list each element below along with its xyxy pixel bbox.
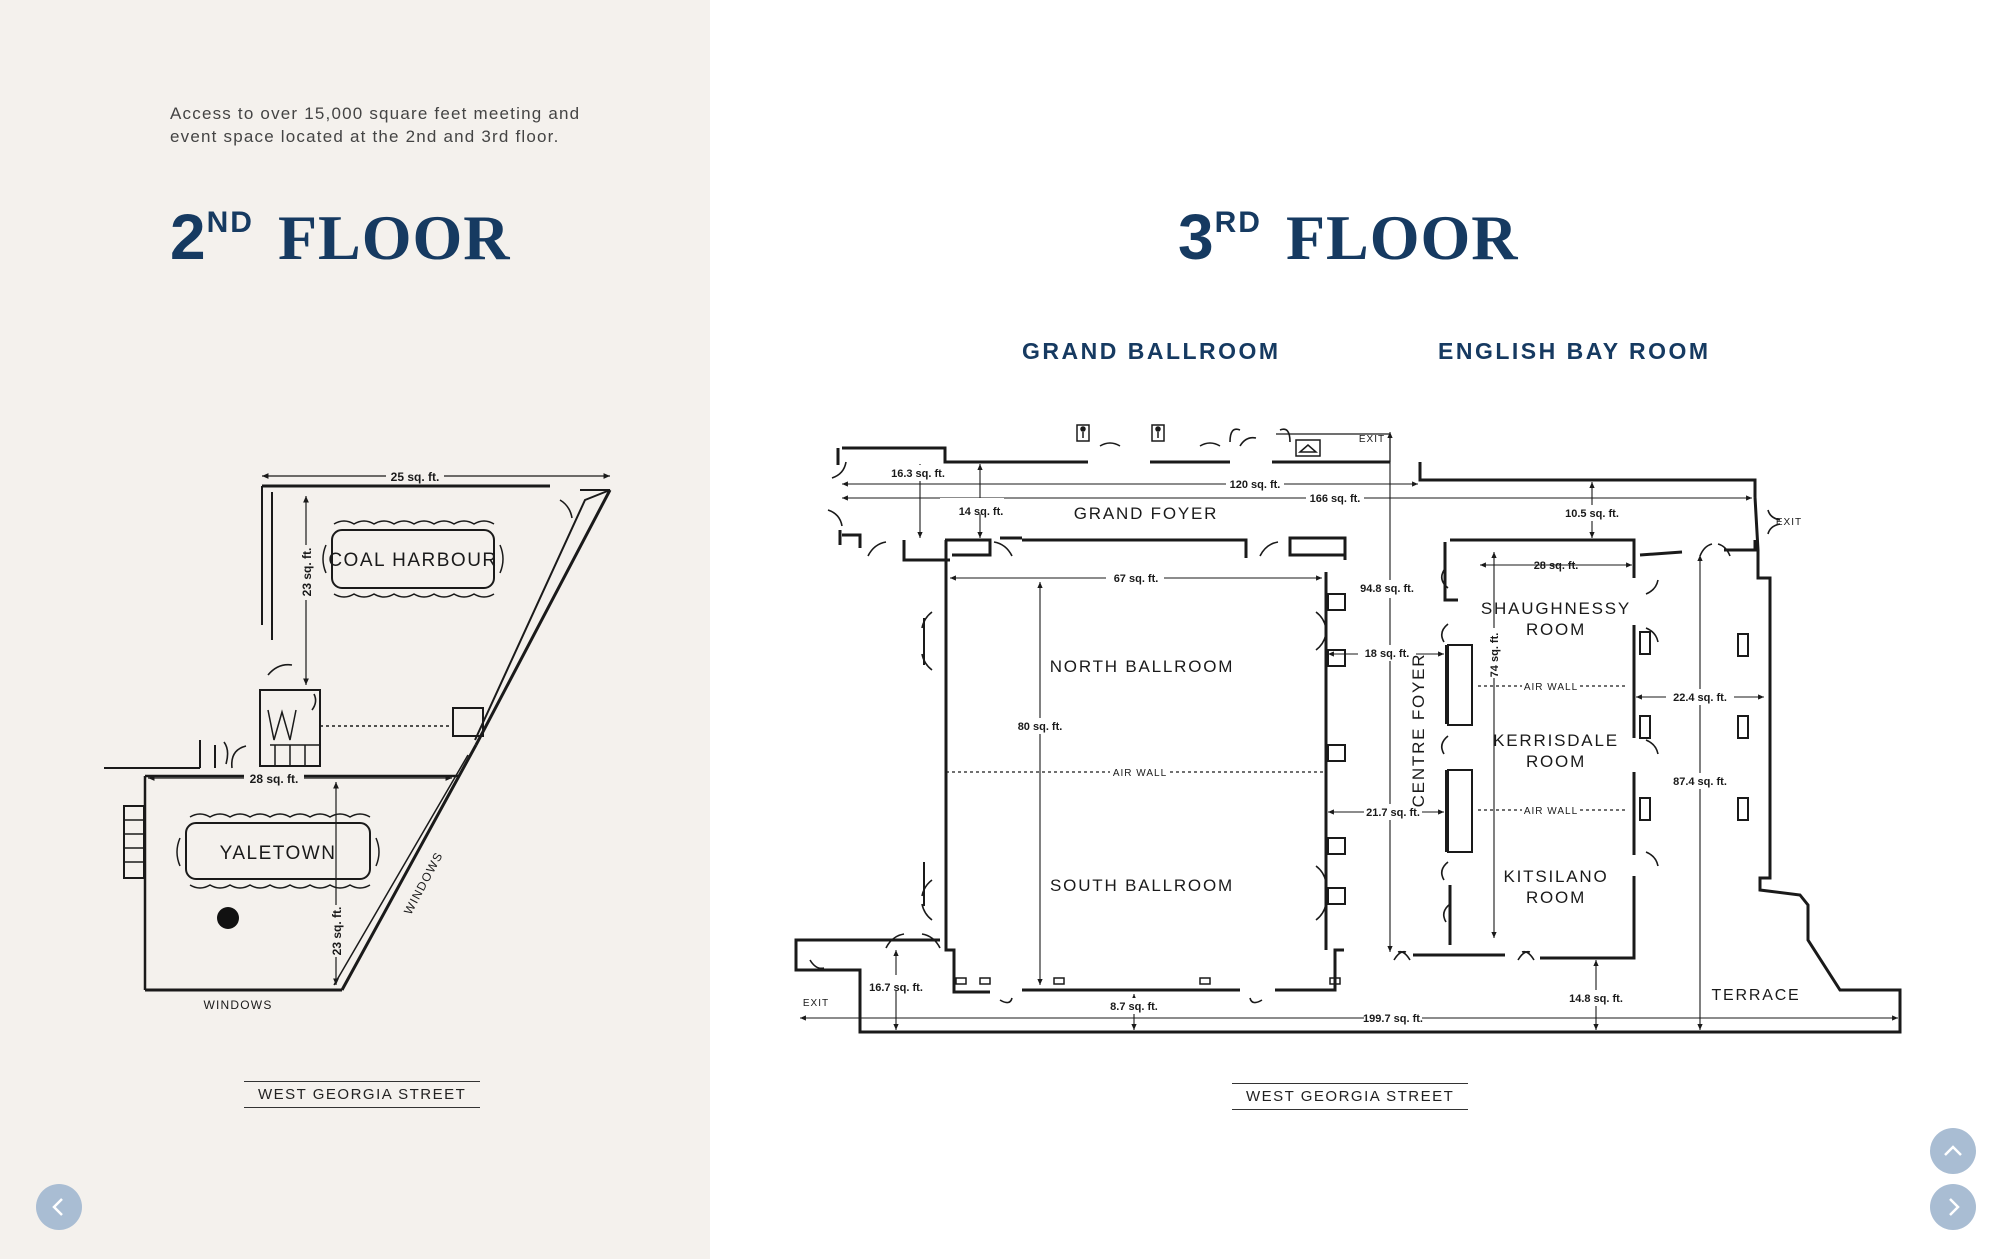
left-panel <box>0 0 710 1259</box>
chevron-left-icon <box>52 1198 63 1216</box>
dim-8-7: 8.7 sq. ft. <box>1110 1001 1158 1013</box>
dim-top-width: 25 sq. ft. <box>391 470 440 484</box>
chevron-right-icon <box>1949 1198 1960 1216</box>
exit-label-top: EXIT <box>1359 434 1385 445</box>
dim-80: 80 sq. ft. <box>1018 721 1063 733</box>
floor3-title-sup: RD <box>1214 206 1262 239</box>
air-wall-kerrisdale-bottom: AIR WALL <box>1524 806 1578 817</box>
dim-22-4: 22.4 sq. ft. <box>1673 692 1727 704</box>
intro-text: Access to over 15,000 square feet meetin… <box>170 104 581 146</box>
floor3-title-num: 3 <box>1178 201 1215 273</box>
floor2-title-sup: ND <box>206 206 254 239</box>
room-shaughnessy-line2: ROOM <box>1526 620 1586 639</box>
label-windows-bottom: WINDOWS <box>203 998 272 1012</box>
dim-120: 120 sq. ft. <box>1230 479 1281 491</box>
dim-28: 28 sq. ft. <box>1534 560 1579 572</box>
dim-mid-width: 28 sq. ft. <box>250 772 299 786</box>
air-wall-kerrisdale-top: AIR WALL <box>1524 682 1578 693</box>
scroll-top-button[interactable] <box>1930 1128 1976 1174</box>
room-north-ballroom: NORTH BALLROOM <box>1050 657 1235 676</box>
prev-page-button[interactable] <box>36 1184 82 1230</box>
room-centre-foyer: CENTRE FOYER <box>1409 653 1428 808</box>
room-kerrisdale-line2: ROOM <box>1526 752 1586 771</box>
coal-harbour-table <box>322 520 504 598</box>
dim-16-7: 16.7 sq. ft. <box>869 982 923 994</box>
floor2-title-num: 2 <box>170 201 207 273</box>
chevron-up-icon <box>1944 1145 1962 1156</box>
section-english-bay: ENGLISH BAY ROOM <box>1438 338 1711 364</box>
section-grand-ballroom: GRAND BALLROOM <box>1022 338 1281 364</box>
dim-14-8: 14.8 sq. ft. <box>1569 993 1623 1005</box>
floor2-street-label: WEST GEORGIA STREET <box>244 1081 481 1108</box>
floor3-street-label: WEST GEORGIA STREET <box>1232 1083 1469 1110</box>
room-coal-harbour: COAL HARBOUR <box>328 550 497 571</box>
room-grand-foyer: GRAND FOYER <box>1074 504 1218 523</box>
next-page-button[interactable] <box>1930 1184 1976 1230</box>
floor3-plan <box>794 446 1902 1034</box>
room-shaughnessy-line1: SHAUGHNESSY <box>1481 599 1631 618</box>
room-terrace: TERRACE <box>1711 987 1800 1004</box>
dim-coal-height: 23 sq. ft. <box>300 548 314 597</box>
floor2-title-word: FLOOR <box>277 202 511 273</box>
dim-14: 14 sq. ft. <box>959 506 1004 518</box>
door-swing-icon <box>223 499 573 769</box>
dim-94-8: 94.8 sq. ft. <box>1360 583 1414 595</box>
restroom-icon <box>1076 424 1165 442</box>
dim-74: 74 sq. ft. <box>1489 633 1501 678</box>
dim-21-7: 21.7 sq. ft. <box>1366 807 1420 819</box>
dim-10-5: 10.5 sq. ft. <box>1565 508 1619 520</box>
door-swing-icon <box>809 428 1781 1004</box>
room-kitsilano-line2: ROOM <box>1526 888 1586 907</box>
dim-16-3: 16.3 sq. ft. <box>891 468 945 480</box>
column-marker <box>217 907 239 929</box>
dim-87-4: 87.4 sq. ft. <box>1673 776 1727 788</box>
room-south-ballroom: SOUTH BALLROOM <box>1050 876 1234 895</box>
floor3-title: 3RD FLOOR <box>1178 200 1519 275</box>
dim-166: 166 sq. ft. <box>1310 493 1361 505</box>
room-yaletown: YALETOWN <box>220 843 337 864</box>
room-kerrisdale-line1: KERRISDALE <box>1493 731 1619 750</box>
dim-67: 67 sq. ft. <box>1114 573 1159 585</box>
exit-label-right: EXIT <box>1776 517 1802 528</box>
air-wall-ballroom: AIR WALL <box>1113 768 1167 779</box>
exit-label-left: EXIT <box>803 998 829 1009</box>
dim-18: 18 sq. ft. <box>1365 648 1410 660</box>
dim-yale-height: 23 sq. ft. <box>330 907 344 956</box>
floor2-title: 2ND FLOOR <box>170 200 511 275</box>
floor3-title-word: FLOOR <box>1285 202 1519 273</box>
coat-check-icon <box>1295 439 1321 457</box>
room-kitsilano-line1: KITSILANO <box>1503 867 1608 886</box>
dim-199-7: 199.7 sq. ft. <box>1363 1013 1423 1025</box>
yaletown-table <box>176 813 380 889</box>
